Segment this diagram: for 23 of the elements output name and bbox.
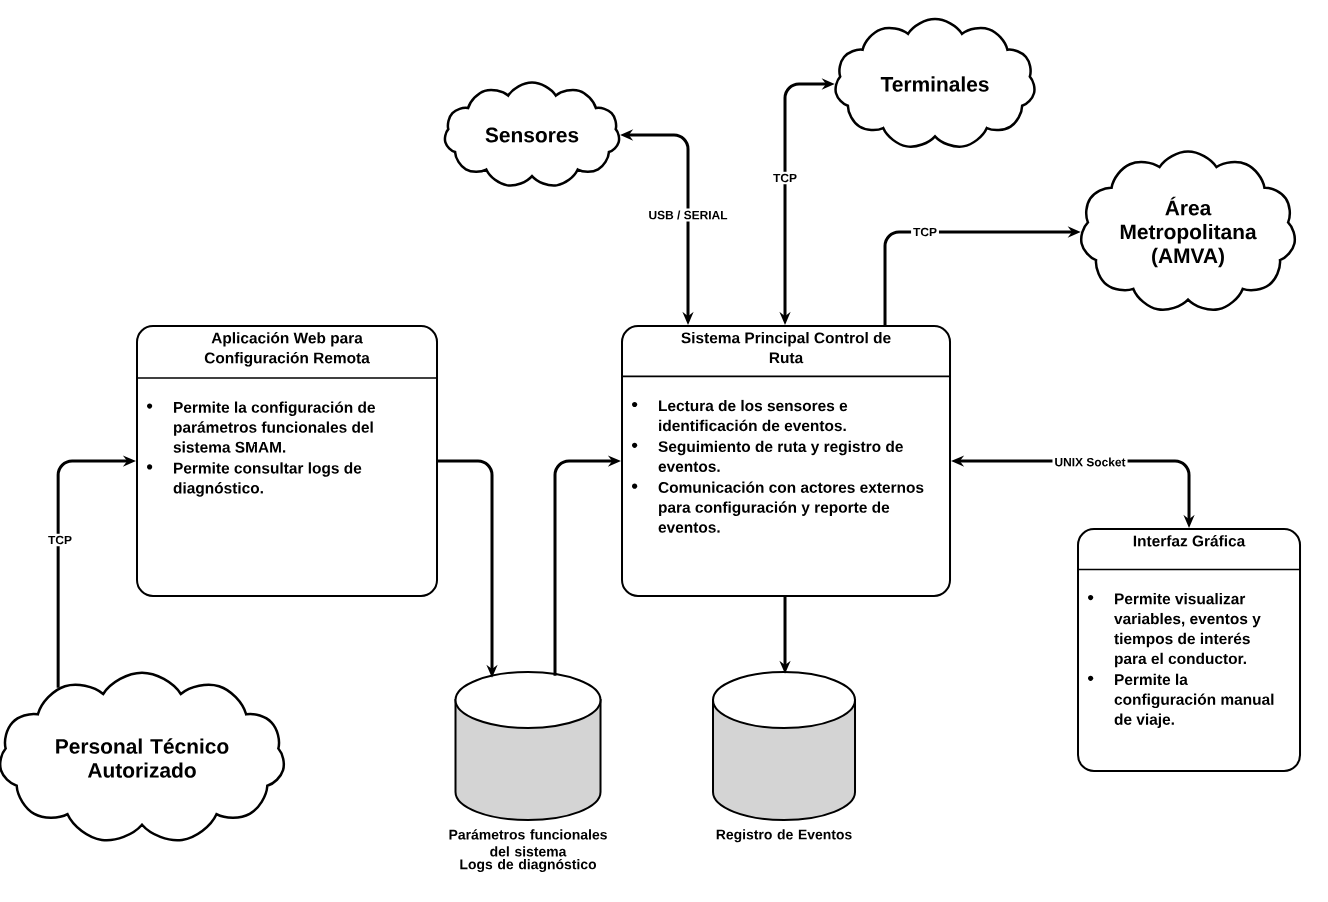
edge-label: TCP [771, 171, 799, 185]
bullet-item: Permite la configuración manual de viaje. [1088, 673, 1274, 728]
process-box [621, 325, 951, 597]
edge-label: TCP [911, 225, 939, 239]
bullet-item: Comunicación con actores externos para configuración y reporte de eventos. [632, 481, 924, 533]
process-box [1077, 528, 1301, 772]
box-heading: Interfaz Gráfica [1133, 535, 1246, 547]
edge-label: UNIX Socket [1052, 455, 1128, 469]
box-heading: Sistema Principal Control de Ruta [681, 332, 891, 364]
database-cylinder [454, 671, 602, 821]
edge-label: TCP [46, 533, 74, 547]
database-cylinder [712, 671, 856, 821]
bullet-item: Seguimiento de ruta y registro de eventos. [632, 440, 903, 472]
process-box [136, 325, 438, 597]
edge-label: USB / SERIAL [646, 208, 730, 222]
cylinder-caption: Logs de diagnóstico [460, 858, 597, 873]
bullet-item: Permite la configuración de parámetros funcionales del sistema SMAM. [147, 401, 375, 453]
bullet-item: Permite visualizar variables, eventos y tiempos de interés para el conductor. [1088, 593, 1261, 668]
cylinder-caption: Registro de Eventos [716, 829, 852, 843]
bullet-item: Lectura de los sensores e identificación de eventos. [632, 399, 848, 432]
cylinder-caption: Parámetros funcionales del sistema [449, 829, 607, 857]
bullet-item: Permite consultar logs de diagnóstico. [147, 462, 362, 497]
box-heading: Aplicación Web para Configuración Remota [204, 332, 370, 367]
